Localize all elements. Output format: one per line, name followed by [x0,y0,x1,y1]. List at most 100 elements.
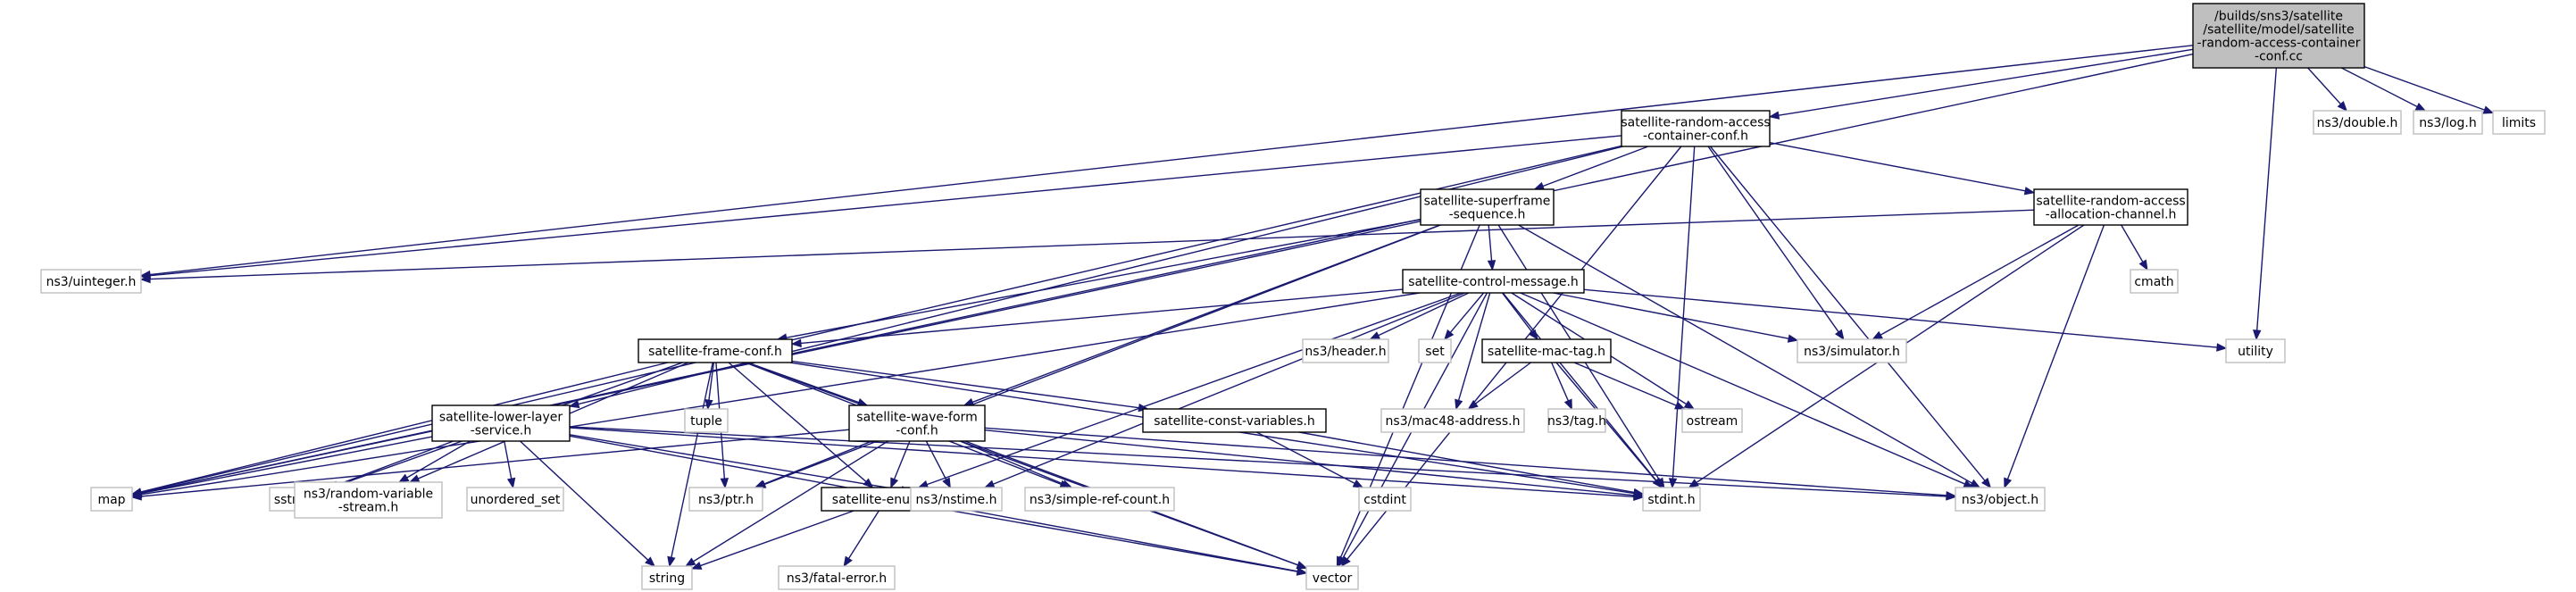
edge-line [337,440,454,486]
node-wave[interactable]: satellite-wave-form-conf.h [848,404,986,442]
node-label-line: ns3/nstime.h [916,493,997,507]
arrow-head-icon [139,274,151,284]
node-limits: limits [2492,110,2546,135]
edge-line [1583,288,2218,348]
arrow-head-icon [2482,105,2495,114]
edge-line [1520,292,1965,485]
node-label-line: ns3/log.h [2419,116,2476,130]
node-label-line: ns3/simple-ref-count.h [1030,493,1170,507]
edge-mactag-to-tag [1551,362,1572,411]
edge-control-to-utility [1583,288,2228,352]
node-label-line: set [1425,345,1445,359]
arrow-head-icon [1768,111,1780,120]
edge-line [728,362,867,482]
edge-main-to-ra_container [1768,48,2194,120]
arrow-head-icon [1533,181,1546,190]
arrow-head-icon [408,474,421,483]
edge-layer [130,45,2495,576]
edge-line [1551,362,1569,402]
arrow-head-icon [1834,329,1845,341]
edge-lower-to-string [520,440,656,567]
edge-line [1518,224,1972,484]
edge-line [671,362,713,558]
node-ra_container[interactable]: satellite-random-access-container-conf.h [1621,110,1771,147]
arrow-head-icon [843,555,853,568]
edge-line [700,510,854,567]
edge-line [149,45,2194,276]
arrow-head-icon [917,479,930,488]
arrow-head-icon [1787,334,1799,343]
node-label-line: ns3/ptr.h [698,493,754,507]
node-label-line: -conf.h [896,424,938,438]
edge-superframe-to-object [1518,224,1981,488]
edge-control-to-enums [917,292,1462,488]
node-label-line: /builds/sns3/satellite [2214,10,2343,24]
edge-lower-to-nstime [569,434,913,495]
node-box [1621,110,1771,147]
arrow-head-icon [1444,329,1455,341]
edge-main-to-uinteger [139,45,2194,279]
arrow-head-icon [1872,330,1883,340]
node-box [1305,565,1359,590]
node-box [684,408,729,433]
edge-line [786,219,1421,338]
node-label-line: cstdint [1363,493,1406,507]
edge-control-to-map [130,292,1421,499]
edge-ra_container-to-uinteger [139,135,1622,280]
edge-line [1502,292,1657,481]
node-label-line: ns3/mac48-address.h [1386,414,1521,429]
node-superframe[interactable]: satellite-superframe-sequence.h [1420,188,1555,226]
edge-lower-to-randvar [397,440,471,483]
edge-line [1378,292,1470,337]
edge-line [1475,362,1531,404]
node-box [466,487,564,512]
edge-superframe-to-control [1487,224,1496,271]
edge-ra_alloc-to-cmath [2121,224,2148,271]
node-lower[interactable]: satellite-lower-layer-service.h [431,404,571,442]
node-mactag[interactable]: satellite-mac-tag.h [1481,338,1612,363]
edge-control-to-mac48 [1455,292,1491,411]
node-main[interactable]: /builds/sns3/satellite/satellite/model/s… [2192,3,2365,69]
edge-line [1449,292,1485,333]
node-box [910,487,1003,512]
node-fatal: ns3/fatal-error.h [778,565,896,590]
edge-line [847,510,880,559]
arrow-head-icon [1296,567,1308,576]
node-box [1481,338,1612,363]
node-mac48: ns3/mac48-address.h [1380,408,1525,433]
node-layer: /builds/sns3/satellite/satellite/model/s… [40,3,2546,590]
node-control[interactable]: satellite-control-message.h [1402,269,1585,294]
node-frame[interactable]: satellite-frame-conf.h [638,338,793,363]
node-box [2413,110,2483,135]
node-label-line: -stream.h [338,501,398,515]
arrow-head-icon [130,492,142,501]
arrow-head-icon [1467,399,1479,410]
node-box [2313,110,2402,135]
node-label-line: -allocation-channel.h [2046,208,2177,222]
edge-constvars-to-stdint [1298,431,1645,497]
edge-line [406,440,471,479]
edge-wave-to-enums [890,440,911,489]
node-label-line: ns3/random-variable [304,488,433,502]
node-cstdint: cstdint [1358,487,1412,512]
edge-line [693,440,888,563]
edge-line [140,145,1622,494]
edge-line [791,360,1139,409]
edge-line [569,426,1947,497]
edge-control-to-frame [790,288,1404,348]
edge-main-to-utility [2253,67,2278,341]
node-label-line: -service.h [471,424,532,438]
node-constvars[interactable]: satellite-const-variables.h [1142,408,1327,433]
edge-ra_alloc-to-object [2004,224,2105,489]
edge-ra_alloc-to-simulator [1872,224,2080,340]
node-label-line: utility [2238,345,2273,359]
edge-line [504,440,513,479]
node-label-line: ns3/tag.h [1547,414,1606,429]
node-label-line: -conf.cc [2255,50,2303,64]
node-box [1358,487,1412,512]
node-ra_alloc[interactable]: satellite-random-access-allocation-chann… [2033,188,2188,226]
edge-line [1298,431,1635,494]
arrow-head-icon [1352,479,1364,488]
node-ostream: ostream [1681,408,1743,433]
